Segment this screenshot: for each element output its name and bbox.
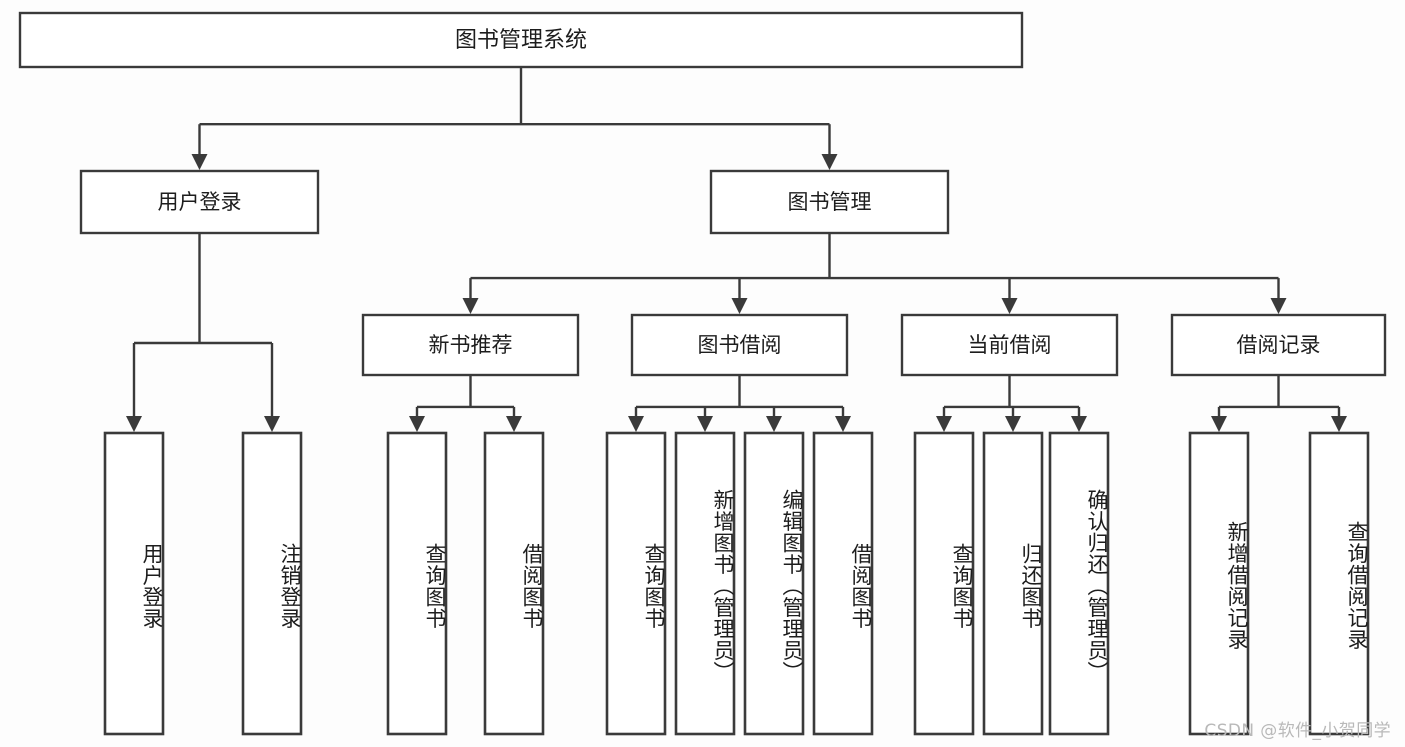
node-box-leaf-user-logout[interactable]	[241, 431, 303, 736]
arrow-head-icon	[264, 416, 280, 432]
node-box-root[interactable]	[18, 11, 1024, 69]
node-label-root: 图书管理系统	[455, 28, 587, 53]
node-box-new-book-rec[interactable]	[361, 313, 580, 377]
edge-group	[126, 233, 280, 432]
arrow-head-icon	[1211, 416, 1227, 432]
arrow-head-icon	[697, 416, 713, 432]
edge-group	[191, 67, 838, 170]
node-box-user-login[interactable]	[79, 169, 320, 235]
connector-layer	[126, 67, 1347, 432]
node-box-book-borrow[interactable]	[630, 313, 849, 377]
node-label-current-borrow: 当前借阅	[968, 333, 1052, 357]
node-box-leaf-confirm-return[interactable]	[1048, 431, 1110, 736]
arrow-head-icon	[191, 154, 208, 170]
node-box-leaf-user-login[interactable]	[103, 431, 165, 736]
arrow-head-icon	[126, 416, 142, 432]
arrow-head-icon	[766, 416, 782, 432]
node-box-leaf-add-book[interactable]	[674, 431, 736, 736]
node-box-layer	[18, 11, 1387, 736]
node-box-current-borrow[interactable]	[900, 313, 1119, 377]
node-box-leaf-query-book-1[interactable]	[386, 431, 448, 736]
node-label-new-book-rec: 新书推荐	[429, 333, 513, 357]
arrow-head-icon	[1005, 416, 1021, 432]
node-box-book-manage[interactable]	[709, 169, 950, 235]
arrow-head-icon	[821, 154, 838, 170]
arrow-head-icon	[628, 416, 644, 432]
node-box-leaf-edit-book[interactable]	[743, 431, 805, 736]
node-box-leaf-borrow-book-2[interactable]	[812, 431, 874, 736]
arrow-head-icon	[1331, 416, 1347, 432]
node-label-borrow-record: 借阅记录	[1237, 333, 1321, 357]
arrow-head-icon	[936, 416, 952, 432]
node-label-book-manage: 图书管理	[788, 190, 872, 214]
arrow-head-icon	[506, 416, 522, 432]
node-box-leaf-query-record[interactable]	[1308, 431, 1370, 736]
arrow-head-icon	[835, 416, 851, 432]
arrow-head-icon	[1071, 416, 1087, 432]
node-box-leaf-add-record[interactable]	[1188, 431, 1250, 736]
node-label-user-login: 用户登录	[158, 190, 242, 214]
node-box-leaf-borrow-book-1[interactable]	[483, 431, 545, 736]
edge-group	[462, 233, 1287, 314]
arrow-head-icon	[1270, 298, 1287, 314]
edge-group	[409, 375, 522, 432]
node-box-leaf-query-book-2[interactable]	[605, 431, 667, 736]
arrow-head-icon	[409, 416, 425, 432]
watermark: CSDN @软件_小贺同学	[1204, 721, 1391, 741]
arrow-head-icon	[462, 298, 479, 314]
node-box-leaf-query-book-3[interactable]	[913, 431, 975, 736]
node-label-book-borrow: 图书借阅	[698, 333, 782, 357]
arrow-head-icon	[731, 298, 748, 314]
edge-group	[628, 375, 851, 432]
arrow-head-icon	[1001, 298, 1018, 314]
edge-group	[936, 375, 1087, 432]
edge-group	[1211, 375, 1347, 432]
node-box-borrow-record[interactable]	[1170, 313, 1387, 377]
node-box-leaf-return-book[interactable]	[982, 431, 1044, 736]
